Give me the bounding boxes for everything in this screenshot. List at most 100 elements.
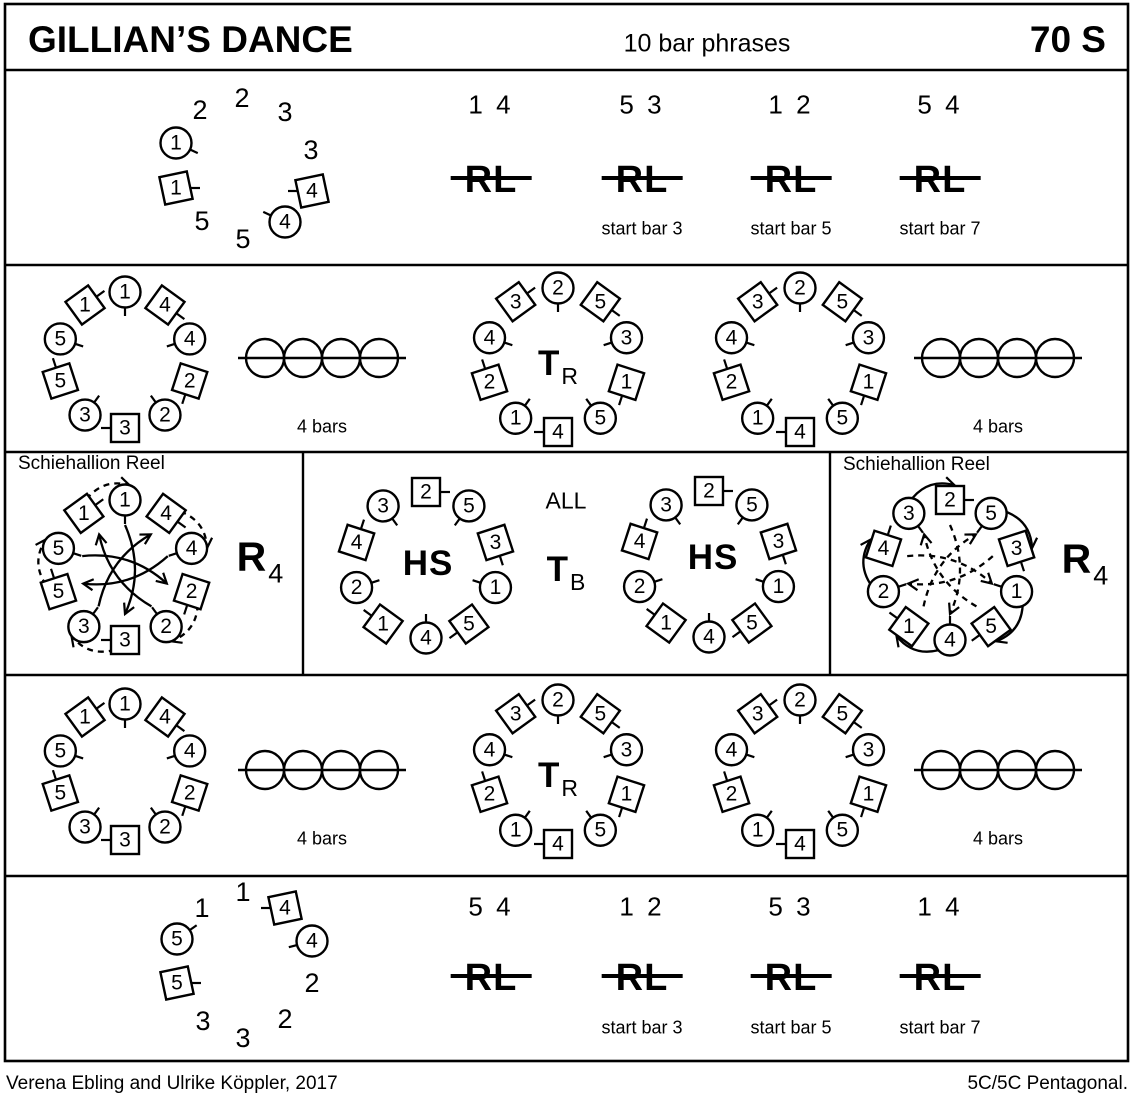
dancer-square-4: 4 (143, 695, 187, 739)
svg-text:5: 5 (836, 702, 848, 725)
figure-highland-schottische-right: HS (687, 538, 739, 577)
svg-text:5: 5 (54, 739, 66, 762)
four-hands-round-symbol (238, 337, 406, 379)
svg-text:2: 2 (351, 576, 363, 599)
dancer-circle-5: 5 (583, 810, 618, 847)
dancer-circle-5: 5 (43, 322, 84, 356)
dancer-circle-5: 5 (41, 531, 82, 566)
dancer-square-5: 5 (730, 601, 774, 645)
svg-text:5: 5 (53, 580, 65, 603)
dancer-square-2: 2 (693, 475, 733, 507)
dancer-circle-3: 3 (603, 733, 644, 767)
dancer-circle-1: 1 (108, 483, 142, 524)
dancer-circle-4: 4 (714, 733, 755, 767)
dancer-circle-2: 2 (148, 394, 182, 432)
svg-text:1: 1 (752, 819, 764, 842)
svg-text:4: 4 (184, 327, 196, 350)
svg-text:1: 1 (170, 132, 182, 155)
svg-text:2: 2 (184, 782, 196, 805)
dancer-square-5: 5 (969, 605, 1013, 648)
svg-text:4: 4 (160, 502, 172, 525)
row1-col2-figure-rl: RL (601, 161, 682, 199)
dancer-circle-2: 2 (148, 806, 182, 844)
svg-text:1: 1 (773, 575, 785, 598)
row5-col4-start-bar-note: start bar 7 (899, 1017, 981, 1038)
svg-text:3: 3 (79, 816, 91, 839)
rl-label: RL (899, 159, 980, 201)
svg-text:1: 1 (863, 371, 875, 394)
svg-text:1: 1 (119, 489, 131, 512)
corner-number-5: 5 (194, 206, 209, 236)
schiehallion-reel-label-left: Schiehallion Reel (18, 453, 165, 474)
dancer-square-1: 1 (887, 605, 931, 648)
svg-text:1: 1 (119, 281, 131, 304)
svg-text:2: 2 (304, 968, 319, 998)
dancer-circle-5: 5 (735, 488, 769, 526)
dancer-square-3: 3 (101, 412, 141, 444)
dancer-circle-1: 1 (498, 398, 533, 435)
svg-text:4: 4 (159, 705, 171, 728)
dancer-square-2: 2 (410, 476, 450, 508)
svg-text:2: 2 (420, 481, 432, 504)
dancer-circle-5: 5 (43, 734, 84, 768)
svg-text:3: 3 (1011, 537, 1023, 560)
svg-text:3: 3 (119, 629, 131, 652)
svg-text:2: 2 (277, 1004, 292, 1034)
svg-text:3: 3 (863, 326, 875, 349)
dancer-square-2: 2 (470, 771, 509, 814)
svg-text:4: 4 (484, 326, 496, 349)
corner-number-5: 5 (235, 224, 250, 254)
svg-text:1: 1 (863, 783, 875, 806)
svg-text:2: 2 (234, 83, 249, 113)
rl-label: RL (750, 957, 831, 999)
dancer-square-1: 1 (361, 602, 405, 646)
svg-text:1: 1 (170, 177, 182, 200)
svg-text:3: 3 (78, 615, 90, 638)
dancer-circle-1: 1 (993, 574, 1034, 609)
dancer-circle-5: 5 (974, 496, 1008, 534)
dancer-square-1: 1 (849, 363, 888, 406)
svg-text:5: 5 (746, 493, 758, 516)
dancer-square-2: 2 (170, 773, 209, 817)
svg-text:4: 4 (184, 739, 196, 762)
svg-text:2: 2 (944, 489, 956, 512)
svg-text:4: 4 (794, 833, 806, 856)
rl-label: RL (450, 957, 531, 999)
svg-text:2: 2 (184, 370, 196, 393)
dancer-circle-3: 3 (67, 606, 101, 644)
svg-text:1: 1 (621, 783, 633, 806)
dancer-square-4: 4 (776, 828, 816, 860)
svg-text:1: 1 (79, 705, 91, 728)
corner-number-1: 1 (235, 877, 250, 907)
row5-col4-figure-rl: RL (899, 959, 980, 997)
turn-letter: T (537, 756, 560, 795)
dancer-circle-5: 5 (452, 489, 486, 527)
row5-col3-pair: 5 3 (768, 891, 814, 922)
dancer-circle-4: 4 (409, 614, 443, 655)
row5-col2-pair: 1 2 (619, 891, 665, 922)
svg-text:5: 5 (235, 224, 250, 254)
svg-text:1: 1 (510, 407, 522, 430)
dancer-circle-5: 5 (825, 810, 860, 847)
dancer-circle-4: 4 (166, 734, 207, 768)
dancer-square-3: 3 (494, 692, 537, 735)
svg-text:1: 1 (79, 293, 91, 316)
row1-col3-start-bar-note: start bar 5 (750, 218, 832, 239)
turn-subscript: R (561, 775, 579, 801)
dancer-square-3: 3 (494, 280, 537, 323)
row5-col4-pair: 1 4 (917, 891, 963, 922)
turn-subscript: R (561, 363, 579, 389)
dancer-circle-4: 4 (692, 613, 726, 654)
dancer-square-3: 3 (101, 824, 141, 856)
svg-text:5: 5 (594, 819, 606, 842)
svg-text:2: 2 (484, 371, 496, 394)
figure-turn-right: TR (537, 756, 578, 801)
rl-label: RL (750, 159, 831, 201)
row1-col4-figure-rl: RL (899, 159, 980, 201)
svg-text:1: 1 (752, 407, 764, 430)
dancer-circle-1: 1 (108, 275, 142, 316)
figure-repeat-four-left: R4 (237, 534, 284, 589)
set-type-label: 5C/5C Pentagonal. (967, 1073, 1128, 1094)
svg-text:4: 4 (279, 211, 291, 234)
svg-text:3: 3 (660, 493, 672, 516)
